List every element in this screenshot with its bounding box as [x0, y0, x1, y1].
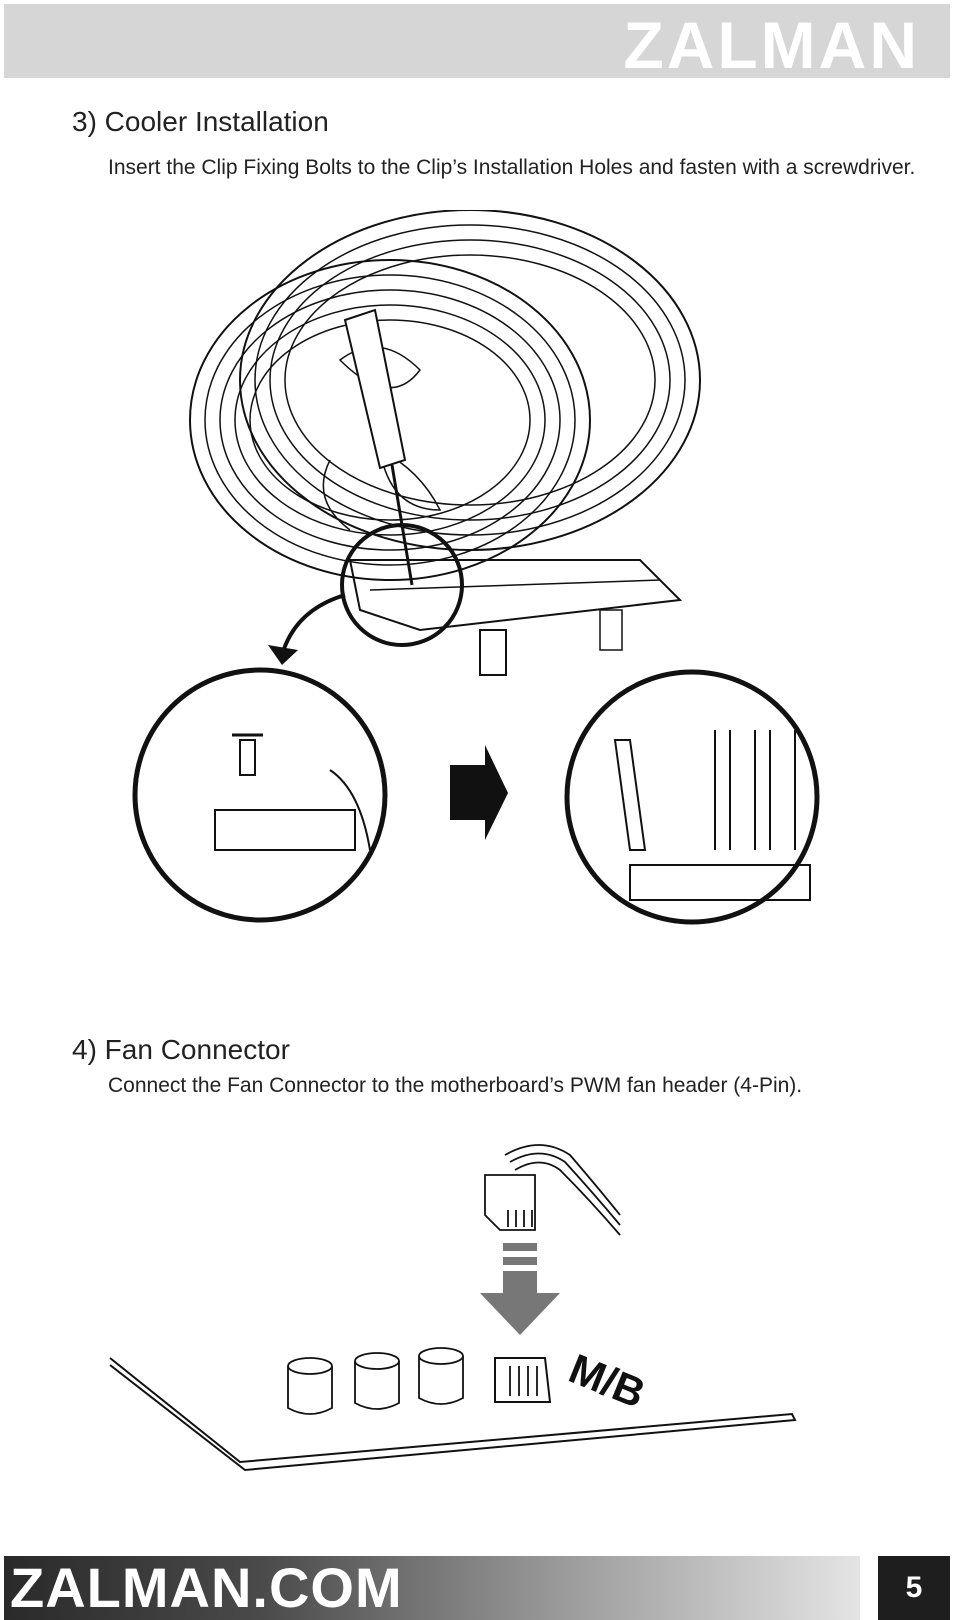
detail-before: [132, 667, 388, 923]
cooler-fin-rear: [239, 210, 701, 551]
step-arrow: [450, 745, 508, 840]
footer-website: ZALMAN.COM: [10, 1556, 403, 1619]
insert-arrow: [480, 1243, 560, 1335]
capacitor: [287, 1357, 333, 1415]
capacitor: [418, 1347, 464, 1405]
footer-bar: ZALMAN.COM: [4, 1556, 860, 1620]
cooler-installation-figure: [132, 210, 820, 925]
pwm-fan-header: [494, 1357, 552, 1403]
brand-logo: ZALMAN: [623, 8, 920, 82]
screwdriver: [343, 308, 407, 470]
curved-arrow: [280, 593, 346, 656]
fan-connector-plug: [484, 1174, 536, 1231]
header-band: ZALMAN: [4, 4, 950, 78]
cooler-fin-front: [189, 259, 591, 581]
section-title-fan: 4) Fan Connector: [72, 1034, 290, 1065]
cooler-base: [348, 559, 683, 632]
section-body-cooler: Insert the Clip Fixing Bolts to the Clip…: [108, 156, 916, 179]
motherboard: [109, 1357, 797, 1472]
section-body-fan: Connect the Fan Connector to the motherb…: [108, 1074, 803, 1097]
detail-after: [564, 669, 820, 925]
fan-connector-figure: M/B: [109, 1144, 797, 1472]
page-number: 5: [878, 1556, 950, 1620]
footer: ZALMAN.COM 5: [4, 1556, 950, 1620]
motherboard-label: M/B: [563, 1345, 652, 1417]
zoom-marker: [340, 523, 464, 647]
section-title-cooler: 3) Cooler Installation: [72, 106, 329, 137]
capacitor: [354, 1352, 400, 1410]
